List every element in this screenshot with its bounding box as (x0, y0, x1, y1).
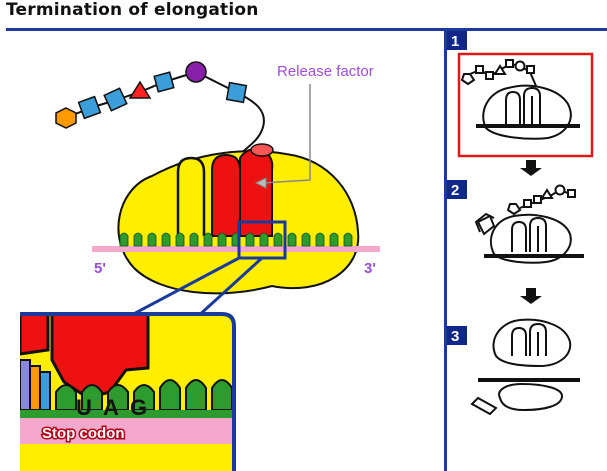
header-rule (6, 28, 607, 31)
square-icon (103, 87, 128, 112)
codon-letter-a: A (103, 395, 119, 420)
pointer-arrowhead-icon (254, 177, 267, 189)
release-factor-top (250, 143, 274, 157)
codon-letter-g: G (130, 395, 147, 420)
square-icon (225, 81, 248, 104)
square-icon (153, 71, 175, 93)
down-arrow-icon (520, 288, 542, 304)
column-divider (444, 28, 447, 471)
codon-letter-u: U (76, 395, 92, 420)
step-badge-3 (447, 326, 467, 345)
zoom-inset-border (20, 312, 236, 471)
release-factor-left (211, 153, 241, 237)
mrna-strand (92, 246, 380, 252)
stop-codon-label: Stop codon (42, 425, 125, 442)
down-arrow-icon (520, 160, 542, 176)
step-2-ribosome (474, 184, 584, 264)
codon-teeth (119, 232, 353, 247)
three-prime-label: 3' (364, 260, 376, 277)
step-number-1: 1 (451, 33, 459, 50)
step-3-ribosome (470, 318, 580, 416)
step-1-highlight (457, 52, 594, 158)
zoom-line-left (125, 256, 240, 320)
step-number-3: 3 (451, 328, 459, 345)
triangle-icon (128, 80, 152, 99)
circle-icon (185, 61, 207, 83)
zoom-inset: U A G Stop codon (20, 314, 234, 471)
step-1-ribosome (460, 59, 580, 140)
step-number-2: 2 (451, 182, 459, 199)
step-badge-1 (447, 31, 467, 50)
release-factor-pointer (261, 84, 311, 184)
step-badge-2 (447, 180, 467, 199)
zoom-line-right (194, 256, 264, 320)
five-prime-label: 5' (94, 260, 106, 277)
page-title: Termination of elongation (6, 0, 259, 20)
hexagon-icon (55, 107, 77, 129)
release-factor-label: Release factor (277, 63, 374, 80)
ribosome-site-empty (176, 156, 206, 236)
square-icon (77, 95, 102, 120)
